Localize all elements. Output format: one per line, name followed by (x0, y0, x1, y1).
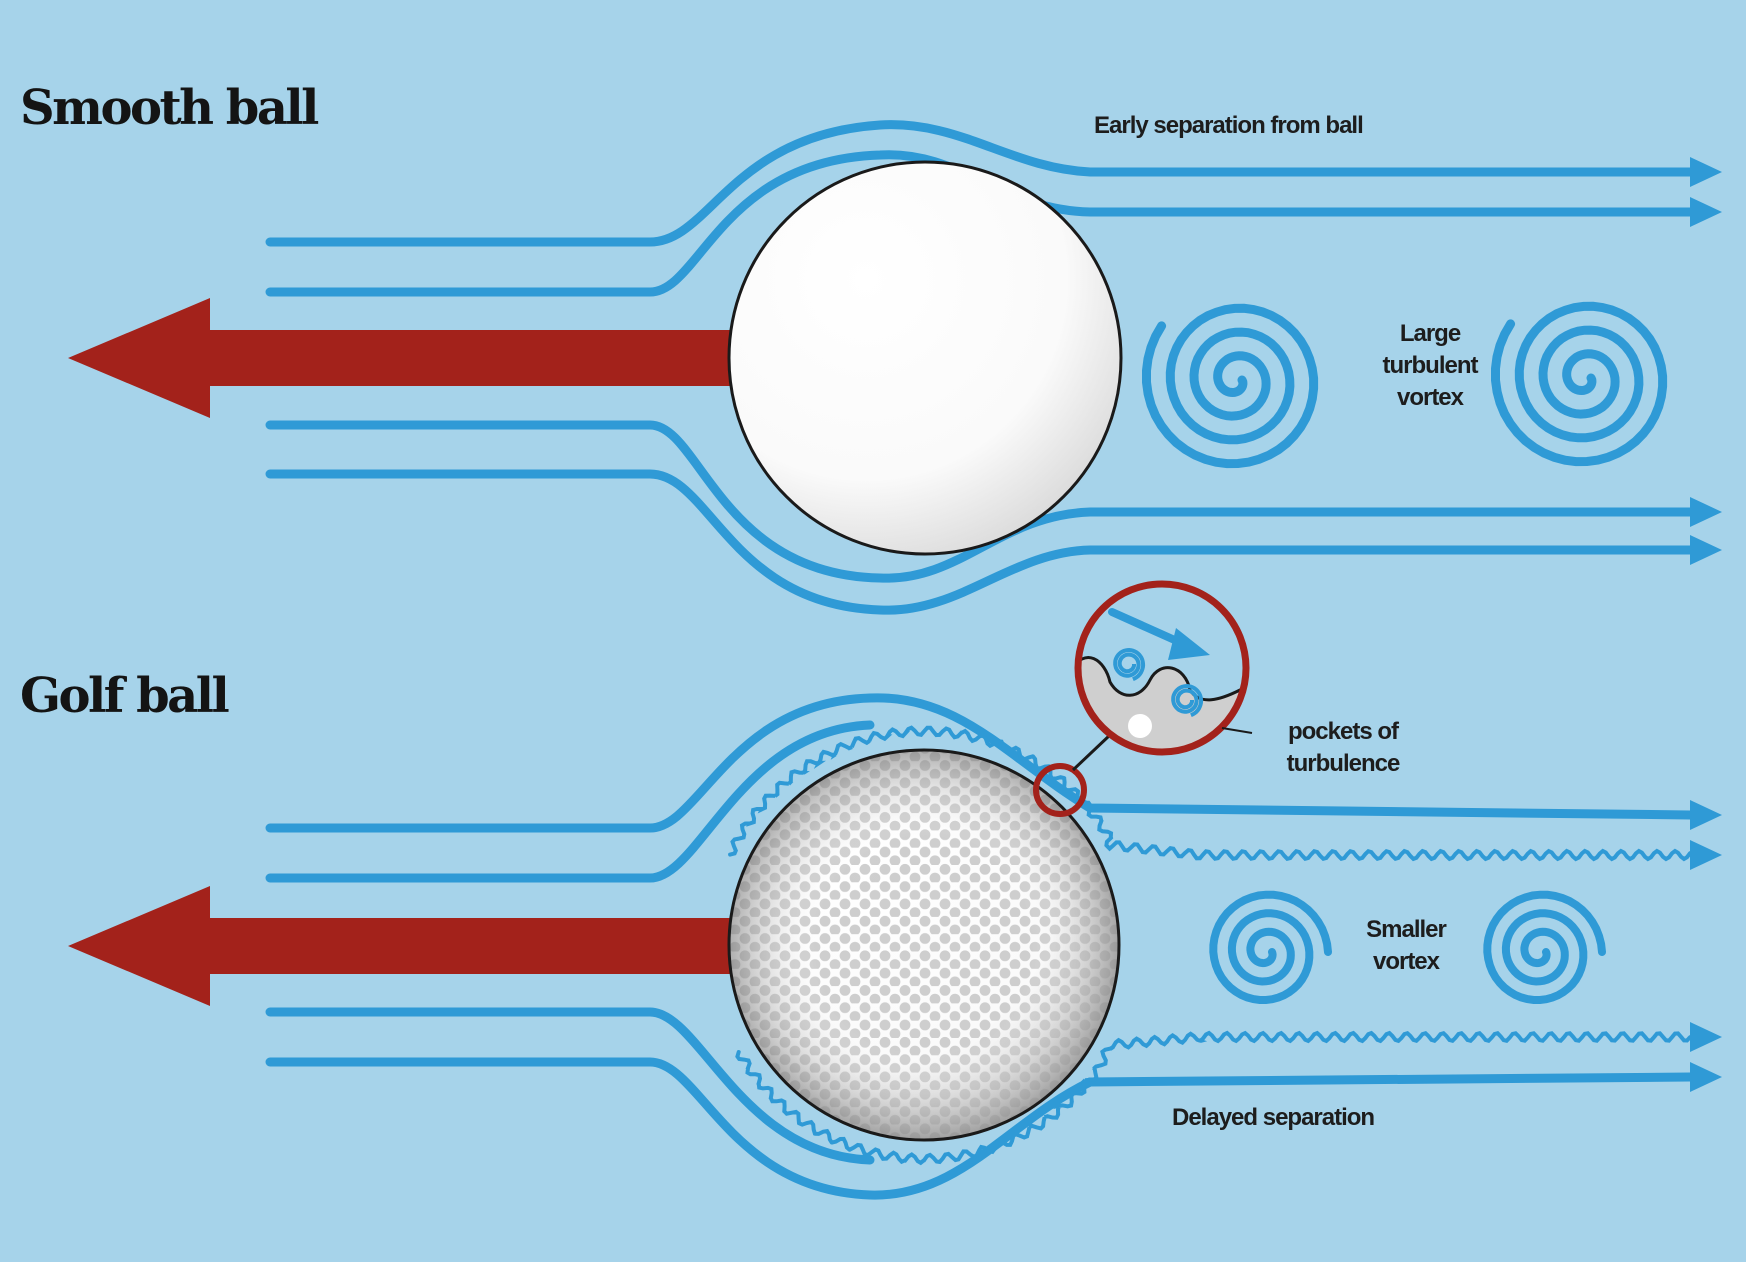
pockets-of-turbulence-label: pockets of turbulence (1286, 718, 1401, 777)
golf-ball-title: Golf ball (20, 668, 230, 724)
vortex-spiral (1483, 890, 1606, 1004)
streamline (265, 120, 1695, 247)
turbulence-zoom-callout (1033, 580, 1253, 817)
motion-direction-arrow (68, 298, 730, 418)
vortex-spiral (1142, 303, 1319, 469)
flow-arrowhead (1690, 497, 1722, 527)
vortex-spiral (1491, 301, 1668, 467)
wavy-boundary-layer (735, 1030, 1692, 1166)
golf-wavy-streamlines (728, 725, 1692, 1166)
streamline (265, 469, 1695, 615)
vortex-spiral (1209, 890, 1332, 1004)
smooth-ball-section (68, 120, 1722, 615)
motion-direction-arrow (68, 886, 730, 1006)
flow-arrowhead (1690, 800, 1722, 830)
flow-arrowhead (1690, 157, 1722, 187)
streamline (265, 1007, 875, 1165)
streamline (265, 693, 1695, 833)
smooth-ball (727, 160, 1123, 556)
zoom-flow-arrowhead (1168, 628, 1210, 660)
pockets-leader-line (1221, 727, 1253, 734)
zoom-vortex (1113, 647, 1146, 682)
zoom-connector (1071, 733, 1112, 772)
zoom-ring (1074, 580, 1250, 756)
large-vortex-label: Large turbulent vortex (1382, 320, 1479, 411)
smooth-ball-title: Smooth ball (20, 80, 319, 136)
streamline (265, 720, 875, 883)
golf-ball-section (68, 580, 1722, 1200)
flow-arrowhead (1690, 1022, 1722, 1052)
golf-streamlines (265, 693, 1695, 1200)
flow-arrowhead (1690, 1062, 1722, 1092)
flow-arrowhead (1690, 197, 1722, 227)
early-separation-label: Early separation from ball (1094, 112, 1364, 139)
flow-arrowhead (1690, 535, 1722, 565)
delayed-separation-label: Delayed separation (1172, 1104, 1375, 1131)
smooth-flow-arrowheads (1690, 157, 1722, 565)
golf-flow-arrowheads (1690, 800, 1722, 1092)
large-turbulent-vortices (1142, 301, 1668, 469)
smaller-vortex-label: Smaller vortex (1366, 916, 1447, 975)
golf-ball (727, 748, 1121, 1142)
zoom-vortex (1171, 683, 1204, 718)
streamline (265, 1057, 1695, 1200)
zoom-source-ring (1033, 763, 1087, 817)
wavy-boundary-layer (728, 725, 1692, 862)
smaller-vortices (1209, 890, 1606, 1004)
flow-arrowhead (1690, 840, 1722, 870)
